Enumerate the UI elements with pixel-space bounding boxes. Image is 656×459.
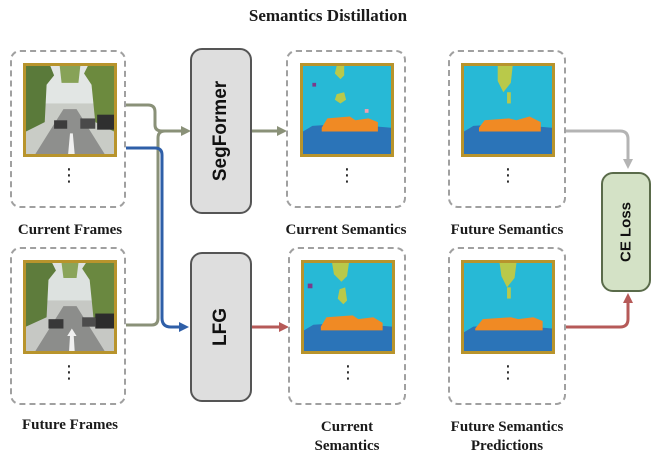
current-semantics-box: ⋮: [286, 50, 406, 208]
future-semantics-box: ⋮: [448, 50, 566, 208]
future-semantics-ellipsis: ⋮: [499, 165, 517, 186]
lfg-current-semantics-label-line2: Semantics: [314, 438, 380, 454]
current-semantics-label: Current Semantics: [285, 222, 407, 238]
arrow-current-to-lfg: [125, 146, 189, 332]
future-predictions-label-line1: Future Semantics: [450, 419, 564, 435]
future-frame-image: [23, 260, 117, 354]
current-frame-image: [23, 63, 117, 157]
future-frames-box: ⋮: [10, 247, 126, 405]
arrow-current-to-segformer: [125, 103, 191, 136]
future-predictions-box: ⋮: [448, 247, 566, 405]
lfg-current-semantics-ellipsis: ⋮: [339, 362, 357, 383]
lfg-current-semantics-box: ⋮: [288, 247, 406, 405]
current-frames-box: ⋮: [10, 50, 126, 208]
lfg-current-semantics-map: [301, 260, 395, 354]
future-semantics-label: Future Semantics: [450, 222, 564, 238]
lfg-label: LFG: [210, 308, 231, 346]
ce-loss-module: CE Loss: [601, 172, 651, 292]
arrow-predictions-to-loss: [566, 293, 633, 329]
future-semantics-map: [461, 63, 555, 157]
current-frames-label: Current Frames: [17, 222, 123, 238]
lfg-current-semantics-label-line1: Current: [320, 419, 374, 435]
future-predictions-map: [461, 260, 555, 354]
segformer-module: SegFormer: [190, 48, 252, 214]
future-frames-label: Future Frames: [22, 417, 118, 433]
future-frames-ellipsis: ⋮: [60, 362, 78, 383]
arrow-future-semantics-to-loss: [566, 129, 633, 169]
arrow-future-to-segformer: [125, 129, 166, 327]
lfg-current-semantics-label: Current Semantics: [287, 418, 407, 456]
future-predictions-label-line2: Predictions: [470, 438, 544, 454]
diagram-title: Semantics Distillation: [248, 6, 408, 25]
current-semantics-map: [300, 63, 394, 157]
ce-loss-label: CE Loss: [617, 201, 635, 263]
current-frames-ellipsis: ⋮: [60, 165, 78, 186]
current-semantics-ellipsis: ⋮: [338, 165, 356, 186]
segformer-label: SegFormer: [210, 80, 231, 182]
lfg-module: LFG: [190, 252, 252, 402]
future-predictions-ellipsis: ⋮: [499, 362, 517, 383]
future-predictions-label: Future Semantics Predictions: [428, 418, 586, 456]
